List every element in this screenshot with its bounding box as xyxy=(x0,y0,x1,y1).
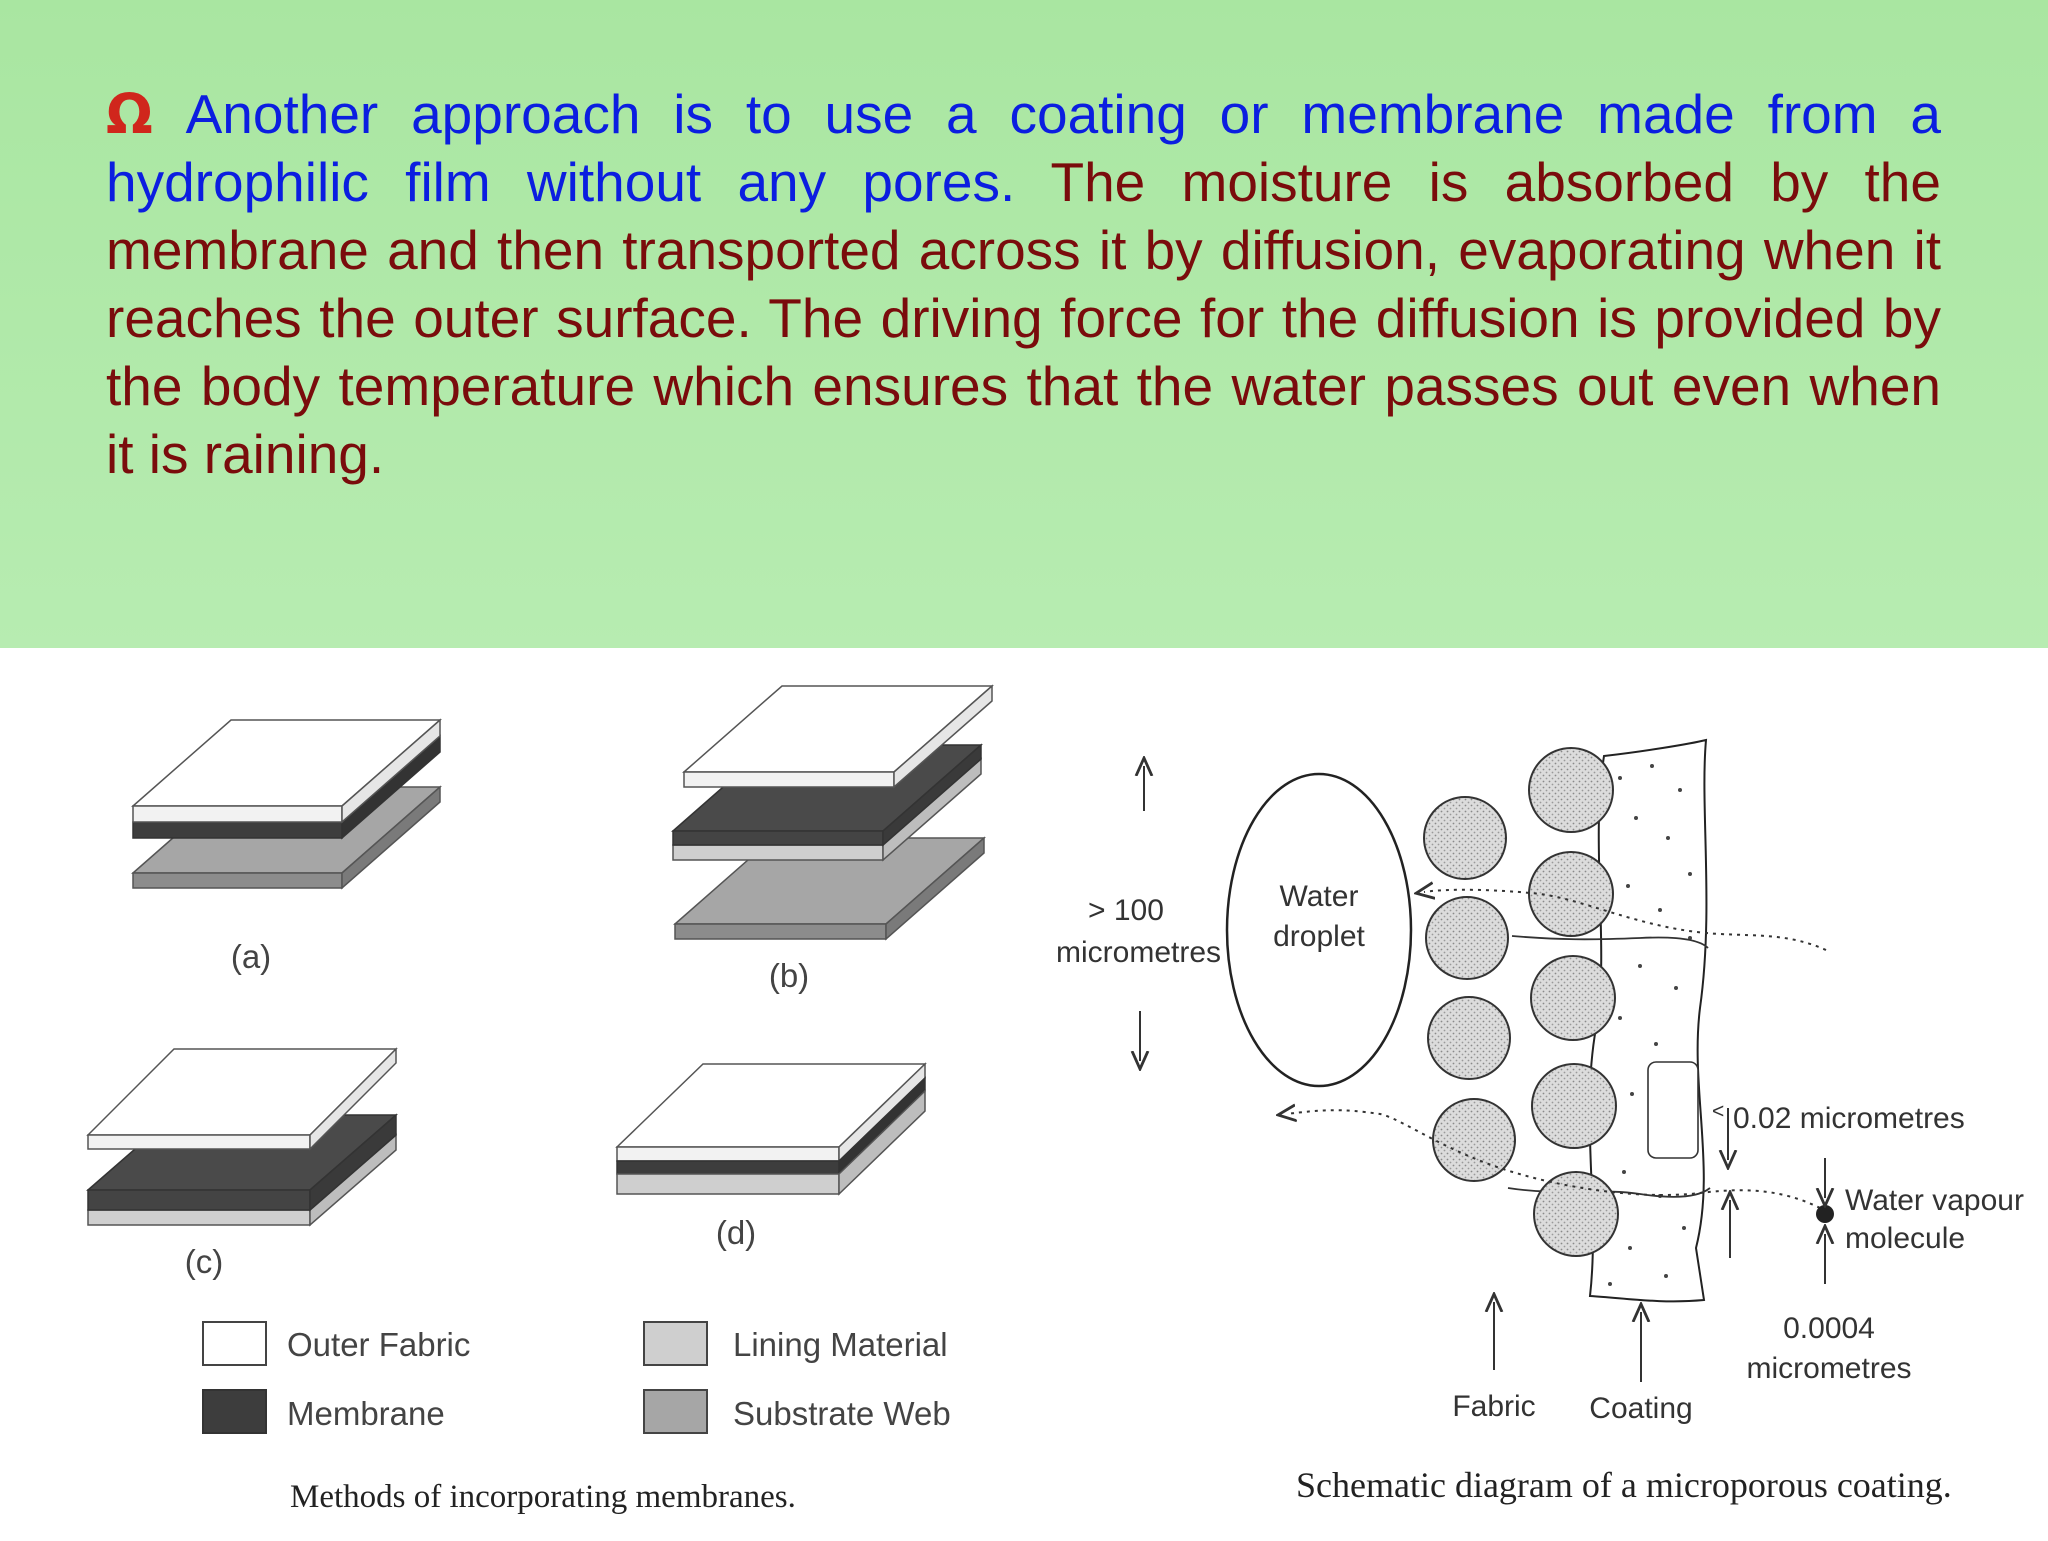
left-caption: Methods of incorporating membranes. xyxy=(290,1479,796,1515)
layer-stack-a: (a) xyxy=(131,718,442,975)
figure-svg: (a) (b) xyxy=(85,684,2024,1515)
membrane-layer xyxy=(616,1076,926,1176)
legend-swatch-lining xyxy=(643,1321,708,1366)
legend-swatch-substrate xyxy=(643,1389,708,1434)
vapour-label-1: Water vapour xyxy=(1845,1184,2024,1217)
figure-area: (a) (b) xyxy=(0,648,2048,1536)
layer-stack-d: (d) xyxy=(615,1062,927,1251)
fibre xyxy=(1533,1171,1619,1257)
legend-lining: Lining Material xyxy=(733,1326,948,1363)
molecule-size-value: 0.0004 xyxy=(1783,1312,1875,1345)
vapour-path xyxy=(1424,890,1827,951)
pore-channel xyxy=(1647,1061,1699,1159)
legend: Outer Fabric Membrane Lining Material Su… xyxy=(202,1321,951,1434)
body-text: The moisture is absorbed by the membrane… xyxy=(106,151,1941,485)
left-figure: (a) (b) xyxy=(85,684,994,1515)
layer-stack-c: (c) xyxy=(85,1047,399,1280)
fibre xyxy=(1528,747,1614,833)
layer-stack-b: (b) xyxy=(671,684,994,994)
droplet-label-1: Water xyxy=(1280,880,1359,913)
size-label-value: > 100 xyxy=(1088,894,1164,927)
fibre xyxy=(1530,955,1616,1041)
vapour-molecule xyxy=(1816,1205,1834,1223)
molecule-size-unit: micrometres xyxy=(1746,1352,1911,1385)
fibre xyxy=(1531,1063,1617,1149)
legend-outer-fabric: Outer Fabric xyxy=(287,1326,470,1363)
fabric-fibres xyxy=(1423,747,1619,1257)
fibre xyxy=(1528,851,1614,937)
label-c: (c) xyxy=(185,1243,223,1280)
fabric-label: Fabric xyxy=(1452,1390,1535,1423)
pore-channel xyxy=(1511,935,1709,949)
bullet-paragraph: Ω Another approach is to use a coating o… xyxy=(106,80,1941,488)
label-a: (a) xyxy=(231,938,271,975)
right-figure: > 100 micrometres Water droplet xyxy=(1056,738,2024,1505)
size-label-unit: micrometres xyxy=(1056,936,1221,969)
vapour-path xyxy=(1286,1110,1821,1209)
fibre xyxy=(1425,896,1509,980)
lining-layer xyxy=(616,1089,926,1196)
right-caption: Schematic diagram of a microporous coati… xyxy=(1296,1465,1952,1505)
fibre xyxy=(1423,796,1507,880)
fibre xyxy=(1427,996,1511,1080)
vapour-label-2: molecule xyxy=(1845,1222,1965,1255)
fibre xyxy=(1432,1098,1516,1182)
outer-fabric-layer xyxy=(86,1047,398,1151)
outer-fabric-layer xyxy=(615,1062,927,1163)
legend-swatch-membrane xyxy=(202,1389,267,1434)
text-banner: Ω Another approach is to use a coating o… xyxy=(0,0,2048,648)
water-droplet xyxy=(1225,772,1413,1088)
outer-fabric-layer xyxy=(682,684,994,789)
label-d: (d) xyxy=(716,1214,756,1251)
outer-fabric-layer xyxy=(131,718,442,824)
legend-membrane: Membrane xyxy=(287,1395,445,1432)
label-b: (b) xyxy=(769,957,809,994)
bullet-icon: Ω xyxy=(106,82,153,146)
droplet-label-2: droplet xyxy=(1273,920,1365,953)
pore-arrow-tip: < xyxy=(1712,1100,1724,1123)
coating-label: Coating xyxy=(1589,1392,1692,1425)
pore-size-label: 0.02 micrometres xyxy=(1733,1102,1965,1135)
highlighted-text: Another approach is to use a coating or … xyxy=(106,83,1941,213)
legend-substrate: Substrate Web xyxy=(733,1395,951,1432)
legend-swatch-outer-fabric xyxy=(202,1321,267,1366)
highlighted-period: . xyxy=(999,151,1016,213)
